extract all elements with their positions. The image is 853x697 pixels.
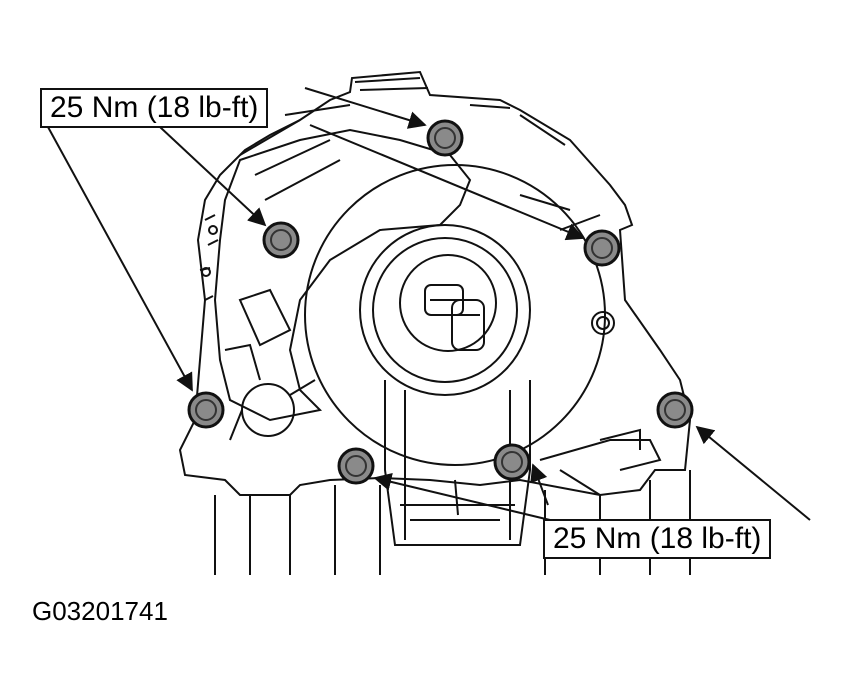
housing-outline [178,70,692,575]
torque-callout-bottom: 25 Nm (18 lb-ft) [543,519,772,559]
bolt-right [656,391,694,429]
bolt-upper-left [262,221,300,259]
bolt-group [187,119,694,485]
leader-arrows-bottom [373,425,811,521]
leader-arrows-top [47,87,585,392]
figure-id: G03201741 [32,596,168,626]
torque-callout-top: 25 Nm (18 lb-ft) [40,88,269,128]
bolt-top [426,119,464,157]
bolt-bottom-right [493,443,531,481]
bolt-left [187,391,225,429]
bolt-upper-right [583,229,621,267]
bolt-bottom-left [337,447,375,485]
